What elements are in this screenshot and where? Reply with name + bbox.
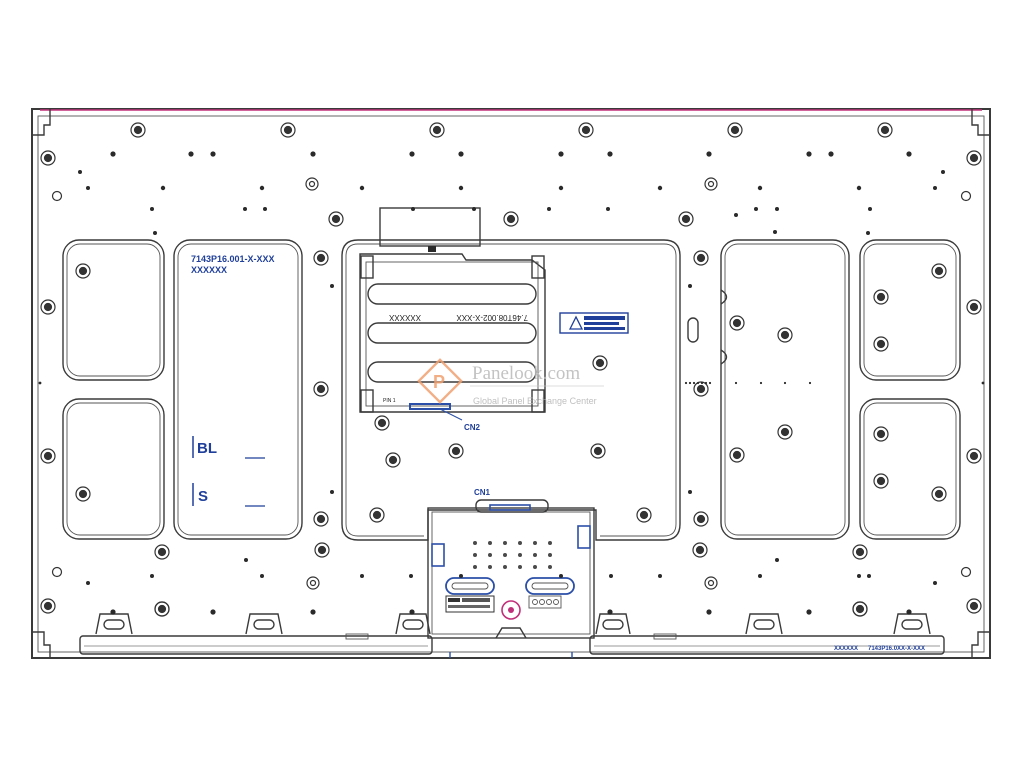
pin-grid [473,541,552,569]
control-board [359,253,546,421]
panelook-logo-icon: P [417,358,463,404]
cn1-label: CN1 [474,488,491,497]
left-part-number: 7143P16.001-X-XXX [191,254,275,264]
s-marker: S [192,483,265,507]
open-rings [51,177,972,590]
pin1-label: PIN 1 [383,398,396,404]
panelook-watermark: P Panelook.com Global Panel Exchange Cen… [417,358,604,406]
watermark-tagline: Global Panel Exchange Center [473,396,597,406]
bl-marker: BL [192,436,265,459]
board-part-number: 7.46T08.002-X-XXX [456,313,528,322]
outer-frame [31,108,991,659]
small-dots [38,151,985,615]
bottom-part-number: 7143P16.0XX-X-XXX [868,646,925,652]
right-cutouts [687,239,961,540]
board-code: XXXXXX [388,313,421,322]
screw-holes [40,122,982,617]
left-code: XXXXXX [191,265,227,275]
bl-label: BL [197,440,217,457]
cn2-label: CN2 [464,423,481,432]
s-label: S [198,488,208,505]
svg-text:P: P [433,372,445,392]
bottom-rails [79,613,945,658]
bottom-code: XXXXXX [834,646,858,652]
left-cutouts [62,239,303,540]
warning-label [559,312,629,334]
lower-board [427,499,595,639]
watermark-brand: Panelook.com [472,363,580,384]
center-cutout [341,207,681,541]
